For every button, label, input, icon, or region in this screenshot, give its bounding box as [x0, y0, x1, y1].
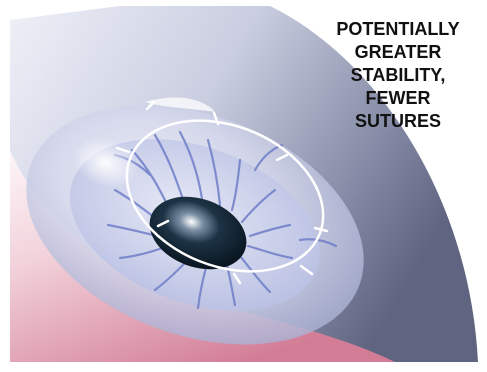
caption-line: SUTURES — [318, 110, 478, 133]
caption: POTENTIALLY GREATER STABILITY, FEWER SUT… — [318, 18, 478, 133]
caption-line: FEWER — [318, 87, 478, 110]
caption-line: POTENTIALLY — [318, 18, 478, 41]
caption-line: STABILITY, — [318, 64, 478, 87]
caption-line: GREATER — [318, 41, 478, 64]
